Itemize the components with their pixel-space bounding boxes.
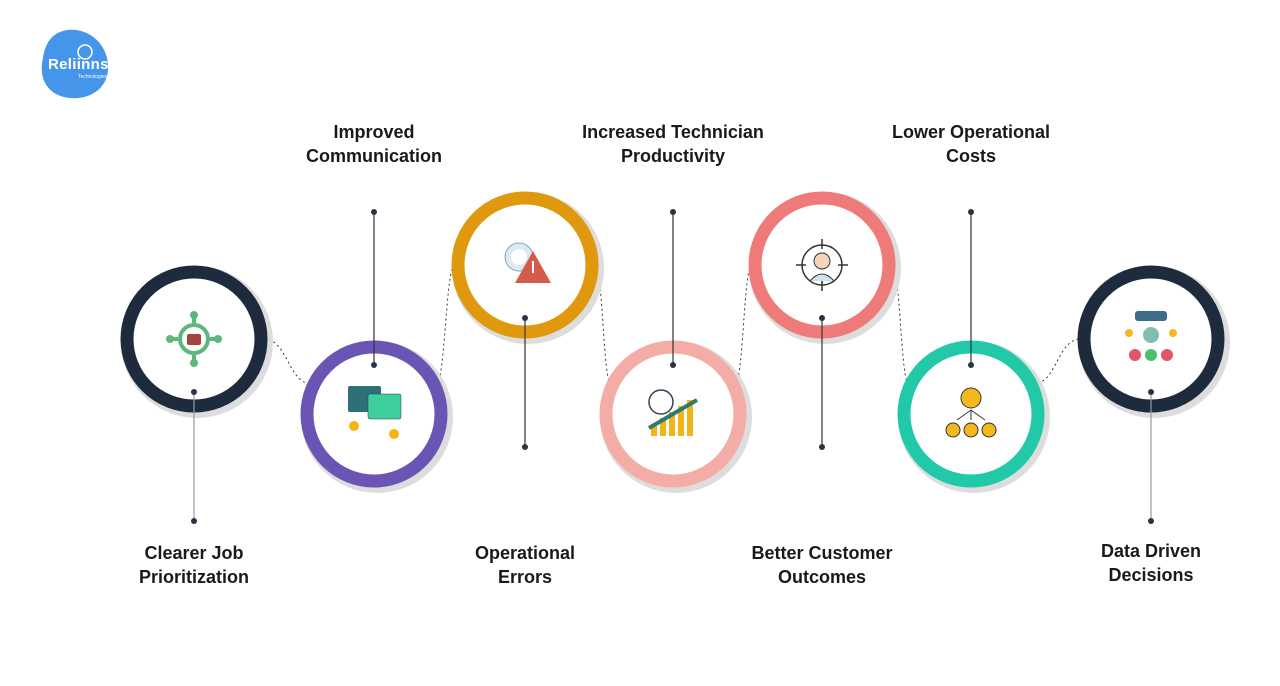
customer-target-icon bbox=[796, 239, 848, 291]
label-line-1: Lower Operational bbox=[891, 122, 1051, 142]
dotted-connector bbox=[734, 264, 753, 385]
step-5 bbox=[748, 191, 901, 450]
pointer-dot bbox=[670, 362, 676, 368]
logo-blob-icon bbox=[41, 29, 109, 99]
logo-subtext: Technologies bbox=[78, 74, 108, 80]
label-line-1: Improved bbox=[333, 122, 415, 142]
logo-text: Reliinns bbox=[48, 56, 109, 73]
target-arrows-briefcase-icon bbox=[166, 311, 222, 367]
pointer-dot bbox=[522, 444, 528, 450]
pointer-dot bbox=[191, 518, 197, 524]
label-line-1: Clearer Job bbox=[144, 543, 244, 563]
pointer-dot bbox=[191, 389, 197, 395]
label-line-2: Errors bbox=[497, 567, 553, 587]
pointer-dot bbox=[1148, 518, 1154, 524]
pointer-dot bbox=[819, 315, 825, 321]
pointer-dot bbox=[371, 209, 377, 215]
pointer-dot bbox=[819, 444, 825, 450]
step-4 bbox=[599, 209, 752, 493]
clock-growth-chart-icon bbox=[647, 389, 699, 436]
step-3 bbox=[451, 191, 604, 450]
logo bbox=[40, 28, 110, 100]
dollar-coins-icon bbox=[945, 387, 997, 438]
step-1 bbox=[120, 265, 273, 524]
pointer-dot bbox=[968, 209, 974, 215]
pointer-dot bbox=[522, 315, 528, 321]
label-line-1: Better Customer bbox=[751, 543, 893, 563]
label-line-2: Prioritization bbox=[138, 567, 249, 587]
step-7 bbox=[1077, 265, 1230, 524]
step-6 bbox=[897, 209, 1050, 493]
label-line-1: Increased Technician bbox=[582, 122, 764, 142]
gear-warning-icon bbox=[504, 242, 551, 283]
label-line-2: Decisions bbox=[1108, 565, 1194, 585]
dotted-connector bbox=[435, 264, 456, 385]
label-line-2: Productivity bbox=[620, 146, 726, 166]
label-line-1: Operational bbox=[474, 543, 576, 563]
decision-flow-icon bbox=[1125, 311, 1177, 361]
label-line-2: Outcomes bbox=[777, 567, 867, 587]
label-line-2: Communication bbox=[305, 146, 442, 166]
label-line-2: Costs bbox=[945, 146, 996, 166]
pointer-dot bbox=[968, 362, 974, 368]
label-line-1: Data Driven bbox=[1100, 541, 1202, 561]
pointer-dot bbox=[1148, 389, 1154, 395]
dotted-connector bbox=[1032, 338, 1082, 385]
pointer-dot bbox=[670, 209, 676, 215]
chat-bubbles-icon bbox=[348, 386, 402, 439]
pointer-dot bbox=[371, 362, 377, 368]
step-2 bbox=[300, 209, 453, 493]
